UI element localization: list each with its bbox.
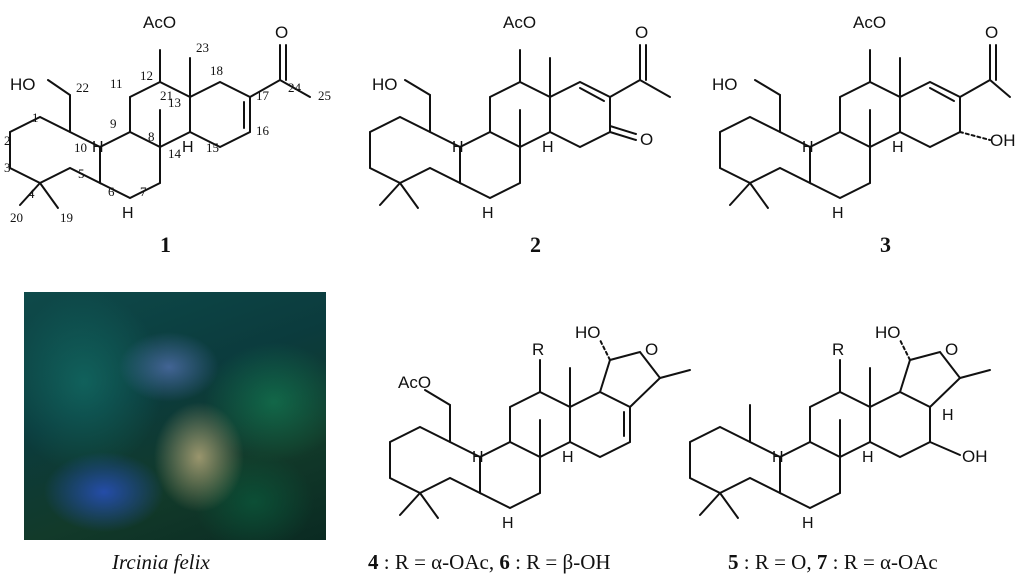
structure-5-labels: R HO O OH H H H H [772,323,988,532]
ring-oxygen-label: O [645,340,658,359]
caption-text: : R = β-OH [509,550,611,574]
atom-number: 21 [160,88,173,103]
atom-number: 15 [206,140,219,155]
atom-number: 14 [168,146,182,161]
atom-number: 10 [74,140,87,155]
compound-number: 4 [368,550,379,574]
atom-number: 2 [4,133,11,148]
acetoxy-label: AcO [853,13,886,32]
ketone-label: O [640,130,653,149]
atom-number: 16 [256,123,270,138]
h-label: H [542,139,554,156]
structure-2 [369,44,671,209]
h-label: H [802,139,814,156]
hydroxy-label: HO [875,323,901,342]
compound-number: 1 [160,232,171,257]
compound-caption-5-7: 5 : R = O, 7 : R = α-OAc [728,550,938,575]
h-label: H [832,205,844,222]
sponge-photo [24,292,326,540]
h-label: H [482,205,494,222]
atom-number: 5 [78,166,85,181]
caption-text: : R = α-OAc [827,550,938,574]
atom-number: 4 [28,186,35,201]
h-label: H [562,449,574,466]
atom-number: 24 [288,80,302,95]
caption-text: : R = α-OAc, [378,550,500,574]
h-label: H [942,407,954,424]
compound-caption-4-6: 4 : R = α-OAc, 6 : R = β-OH [368,550,611,575]
structure-4-labels: R AcO HO O H H H [398,323,658,532]
atom-number: 11 [110,76,123,91]
h-label: H [862,449,874,466]
r-group-label: R [532,340,544,359]
ketone-label: O [985,23,998,42]
atom-number: 17 [256,88,270,103]
atom-number: 19 [60,210,73,225]
h-label: H [472,449,484,466]
acetoxy-label: AcO [143,13,176,32]
r-group-label: R [832,340,844,359]
caption-text: : R = O, [738,550,817,574]
atom-number: 25 [318,88,331,103]
atom-number: 1 [32,110,39,125]
compound-number: 3 [880,232,891,257]
atom-number: 7 [140,184,147,199]
ketone-label: O [275,23,288,42]
atom-number: 3 [4,160,11,175]
structure-2-labels: AcO HO O O H H H [372,13,653,222]
photo-caption: Ircinia felix [112,550,210,574]
atom-number: 22 [76,80,89,95]
atom-number: 23 [196,40,209,55]
h-label: H [182,139,194,156]
hydroxy-label: HO [575,323,601,342]
structure-1-labels: AcO HO O H H H 1 2 3 4 5 6 7 8 9 10 11 1… [4,13,331,225]
atom-number: 8 [148,129,155,144]
structure-1 [9,44,311,209]
h-label: H [892,139,904,156]
atom-number: 20 [10,210,23,225]
compound-number: 5 [728,550,739,574]
atom-number: 9 [110,116,117,131]
h-label: H [802,515,814,532]
hydroxy-label: OH [990,131,1016,150]
structure-3 [719,44,1011,209]
structure-4 [389,339,691,519]
structure-3-labels: AcO HO O OH H H H [712,13,1016,222]
compound-number: 7 [816,550,828,574]
h-label: H [122,205,134,222]
hydroxy-label: OH [962,447,988,466]
acetoxy-label: AcO [398,373,431,392]
hydroxy-label: HO [372,75,398,94]
compound-number: 6 [499,550,510,574]
atom-number: 6 [108,184,115,199]
h-label: H [502,515,514,532]
hydroxy-label: HO [10,75,36,94]
atom-number: 12 [140,68,153,83]
h-label: H [772,449,784,466]
hydroxy-label: HO [712,75,738,94]
compound-number: 2 [530,232,541,257]
ketone-label: O [635,23,648,42]
h-label: H [92,139,104,156]
structure-5 [689,339,991,519]
ring-oxygen-label: O [945,340,958,359]
h-label: H [452,139,464,156]
atom-number: 18 [210,63,223,78]
atom-number: 13 [168,95,181,110]
acetoxy-label: AcO [503,13,536,32]
